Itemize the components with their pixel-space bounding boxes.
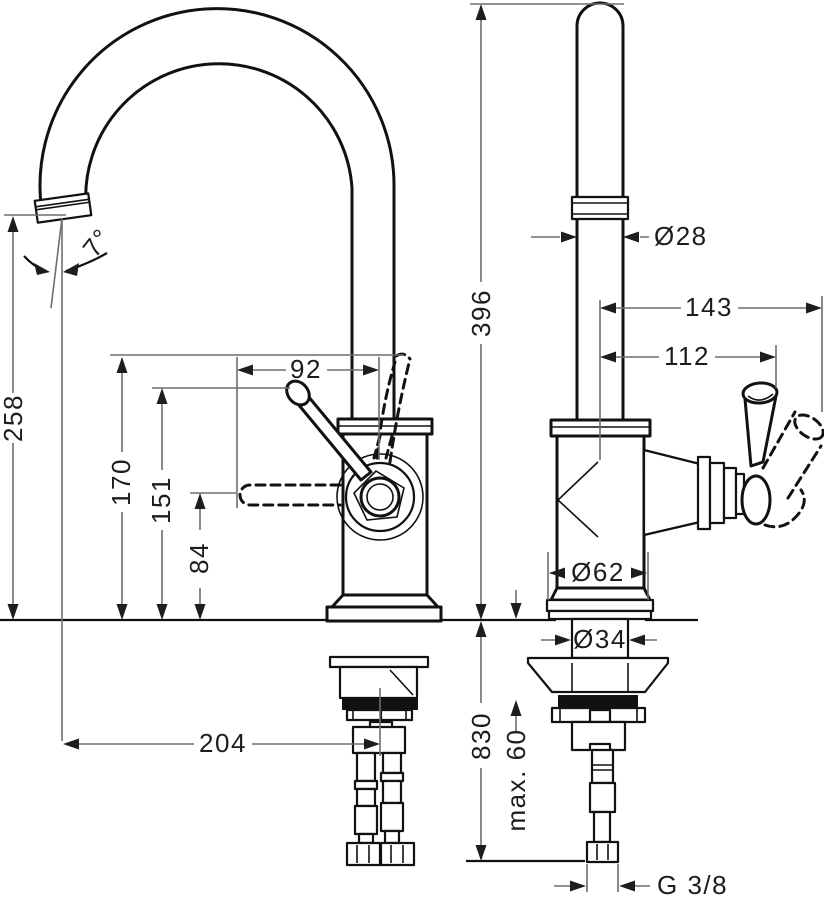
dim-151: 151: [146, 388, 176, 620]
handle-dashed-front: [761, 410, 824, 529]
mounting-body: [570, 720, 627, 752]
dim-204-label: 204: [199, 728, 247, 758]
dim-258-label: 258: [0, 394, 28, 442]
body-front: [545, 418, 655, 621]
dim-258: 258: [0, 216, 28, 620]
dim-max-60: max. 60: [501, 590, 531, 832]
supply-hose-right: [379, 751, 416, 867]
dim-143-label: 143: [685, 292, 733, 322]
right-view: [526, 1, 824, 864]
mounting-flange: [328, 655, 430, 669]
dim-diameter-28-label: Ø28: [654, 221, 708, 251]
handle-dashed-horizontal: [238, 483, 342, 507]
dim-170: 170: [106, 357, 136, 620]
dim-diameter-34: Ø34: [541, 624, 657, 654]
dim-92-label: 92: [290, 354, 322, 384]
dim-112-label: 112: [664, 341, 710, 371]
shank: [570, 617, 630, 660]
dim-830: 830: [466, 621, 496, 861]
handle-lever-side: [285, 379, 373, 482]
hose-nut: [585, 840, 620, 864]
supply-hose-front: [585, 748, 620, 864]
supply-hose-left: [345, 751, 382, 867]
dim-diameter-28: Ø28: [531, 221, 708, 251]
mounting-body: [351, 725, 407, 755]
dim-396-label: 396: [466, 289, 496, 337]
dim-830-label: 830: [466, 712, 496, 760]
hose-nut: [345, 841, 382, 867]
dim-204: 204: [63, 728, 380, 758]
dim-143: 143: [600, 292, 822, 322]
left-view: [0, 7, 698, 867]
body-base-plate-side: [325, 605, 443, 623]
dim-max-60-label: max. 60: [501, 729, 531, 832]
dim-151-label: 151: [146, 476, 176, 524]
body-base-flare-side: [330, 593, 440, 609]
dim-92: 92: [237, 354, 379, 384]
dim-84: 84: [184, 493, 214, 620]
handle-lever-front: [740, 381, 779, 526]
dim-diameter-34-label: Ø34: [573, 624, 627, 654]
hose-nut: [379, 841, 416, 867]
handle-hub: [336, 453, 424, 541]
dim-spout-angle-label: 7°: [77, 222, 118, 262]
body-cap-side: [336, 417, 434, 436]
mounting-assembly-front: [526, 617, 670, 864]
dim-thread-g38-label: G 3/8: [657, 870, 728, 900]
spout-ring-band: [570, 195, 630, 221]
dim-diameter-62: Ø62: [547, 552, 649, 600]
hub-center: [366, 483, 394, 511]
dim-396: 396: [466, 4, 496, 620]
dim-spout-angle: 7°: [23, 222, 118, 276]
dimension-annotations: 7° 258 170 151: [0, 3, 823, 900]
seal-band: [558, 695, 638, 708]
mounting-assembly-side: [328, 655, 430, 867]
dim-170-label: 170: [106, 458, 136, 506]
dim-84-label: 84: [184, 542, 214, 574]
dim-112: 112: [600, 341, 776, 371]
spout-junction-curve: [556, 461, 599, 538]
dim-thread-g38: G 3/8: [554, 864, 728, 900]
mounting-block: [338, 665, 419, 700]
spout-arc: [38, 7, 396, 422]
mounting-horn-plate: [526, 656, 670, 694]
handle-cartridge-front: [642, 448, 746, 537]
dim-diameter-62-label: Ø62: [571, 557, 625, 587]
